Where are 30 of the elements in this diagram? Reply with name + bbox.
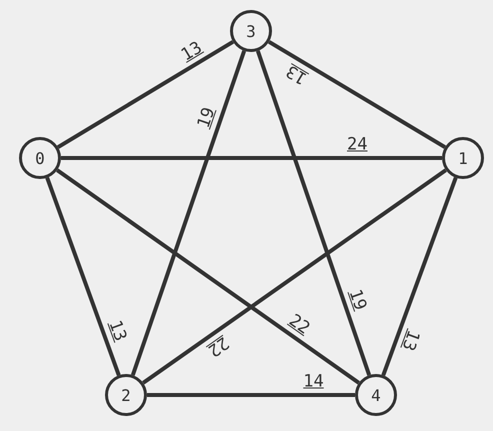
edge-label: 19 [346,287,368,312]
edge-label: 19 [196,105,219,130]
node-label: 3 [246,22,256,40]
edge-line [56,168,360,385]
edge-label: 13 [178,39,205,64]
node-circle [442,137,484,179]
edge-line [142,168,447,385]
edge-line [256,50,372,376]
edge-line [381,177,458,376]
edge-line [147,393,355,397]
edge-label: 13 [284,61,310,86]
edge-label: 13 [105,318,128,344]
edge-label: 13 [398,328,422,353]
edge-label: 22 [204,334,231,360]
edge-line [130,50,246,376]
node-label: 4 [371,386,381,404]
node-circle [230,10,272,52]
edge-line [268,40,446,149]
node-circle [19,137,61,179]
node-label: 2 [121,386,131,404]
edge-label: 24 [347,136,368,154]
edge-line [61,156,442,160]
node-circle [105,374,147,416]
node-label: 0 [35,148,45,168]
node-circle [355,374,397,416]
edge-line [56,40,234,149]
edge-line [45,177,121,376]
edge-label: 14 [303,374,324,390]
edge-label: 22 [286,312,313,338]
node-label: 1 [458,148,468,168]
